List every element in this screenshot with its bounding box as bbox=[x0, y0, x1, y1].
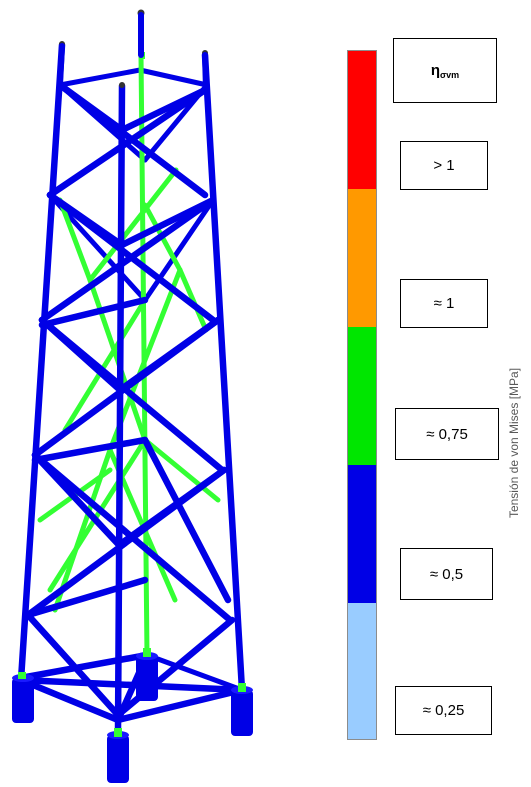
legend-level-box: ≈ 0,5 bbox=[400, 548, 493, 600]
legend-level-label: ≈ 1 bbox=[433, 295, 455, 312]
tower-leg-tips bbox=[59, 9, 208, 88]
foot-right bbox=[231, 690, 253, 736]
leg-front bbox=[114, 82, 126, 734]
foot-back bbox=[136, 656, 158, 701]
legend-level-box: ≈ 0,75 bbox=[395, 408, 499, 460]
legend-level-label: ≈ 0,25 bbox=[422, 702, 465, 719]
colorbar-segment-orange bbox=[348, 189, 376, 327]
foot-left bbox=[12, 678, 34, 723]
leg-left bbox=[17, 41, 66, 684]
foot-front bbox=[107, 735, 129, 783]
legend-title-box: ησvm bbox=[393, 38, 497, 103]
legend-level-label: > 1 bbox=[433, 157, 455, 174]
colorbar-segment-lightblue bbox=[348, 603, 376, 739]
leg-right bbox=[201, 51, 246, 694]
legend-level-box: ≈ 0,25 bbox=[395, 686, 492, 735]
tower-top-posts bbox=[57, 12, 209, 93]
legend-level-box: > 1 bbox=[400, 141, 488, 190]
colorbar bbox=[347, 50, 377, 740]
legend-level-box: ≈ 1 bbox=[400, 279, 488, 328]
colorbar-segment-green bbox=[348, 327, 376, 465]
legend-level-label: ≈ 0,5 bbox=[429, 565, 464, 583]
colorbar-axis-title: Tensión de von Mises [MPa] bbox=[507, 367, 521, 519]
green-leg bbox=[138, 52, 150, 658]
colorbar-segment-blue bbox=[348, 465, 376, 603]
legend-level-label: ≈ 0,75 bbox=[426, 425, 468, 443]
legend-title: ησvm bbox=[430, 61, 460, 80]
tower-front-members bbox=[17, 41, 246, 734]
colorbar-segment-red bbox=[348, 51, 376, 189]
